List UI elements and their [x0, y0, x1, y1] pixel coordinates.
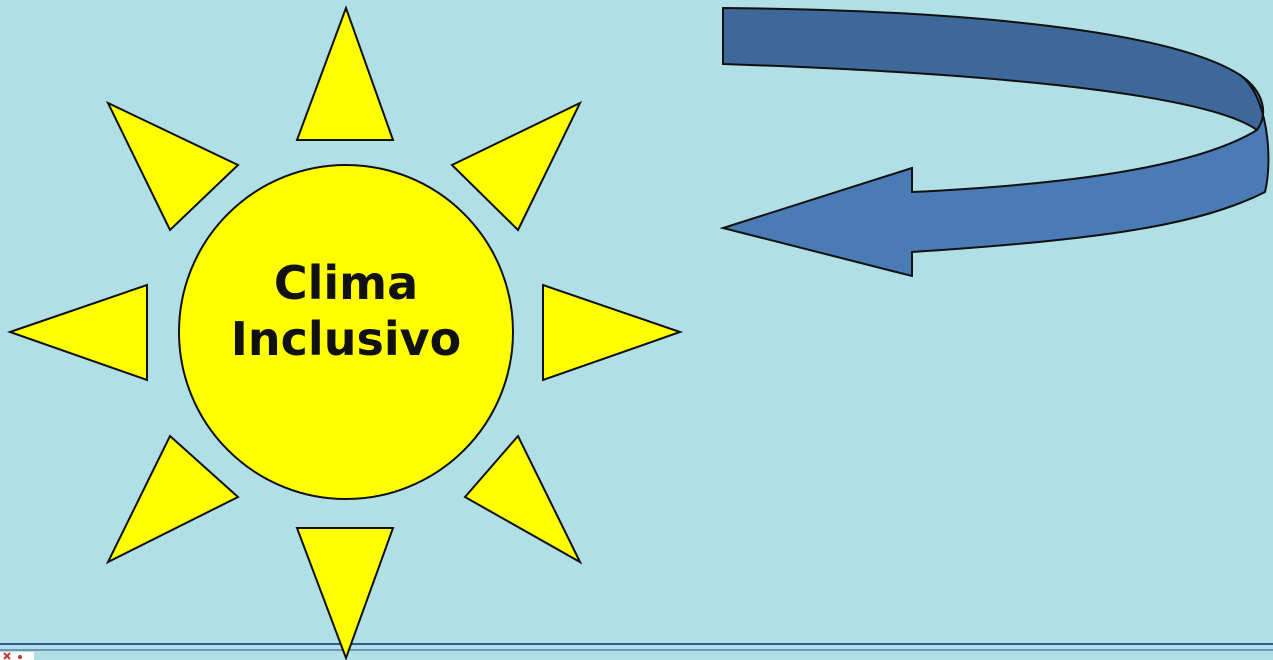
- sun-rays: [6, 5, 684, 660]
- sun-core: [178, 164, 514, 500]
- sun-ray-bottom-right: [463, 434, 583, 565]
- sun-ray-left: [6, 283, 148, 382]
- sun-ray-right: [542, 283, 684, 382]
- sun-ray-bottom-left: [105, 434, 240, 565]
- sun-label-line1: Clima: [273, 256, 419, 310]
- sun-label: Clima Inclusivo: [178, 255, 514, 367]
- footer-divider: [0, 643, 1273, 651]
- logo-icon: [0, 652, 34, 660]
- sun-label-line2: Inclusivo: [230, 312, 462, 366]
- sun-ray-bottom: [295, 527, 395, 660]
- sun-ray-top-left: [105, 100, 240, 232]
- sun-ray-top: [295, 5, 395, 141]
- curved-arrow-left-icon: [719, 6, 1270, 278]
- sun-ray-top-right: [450, 100, 583, 232]
